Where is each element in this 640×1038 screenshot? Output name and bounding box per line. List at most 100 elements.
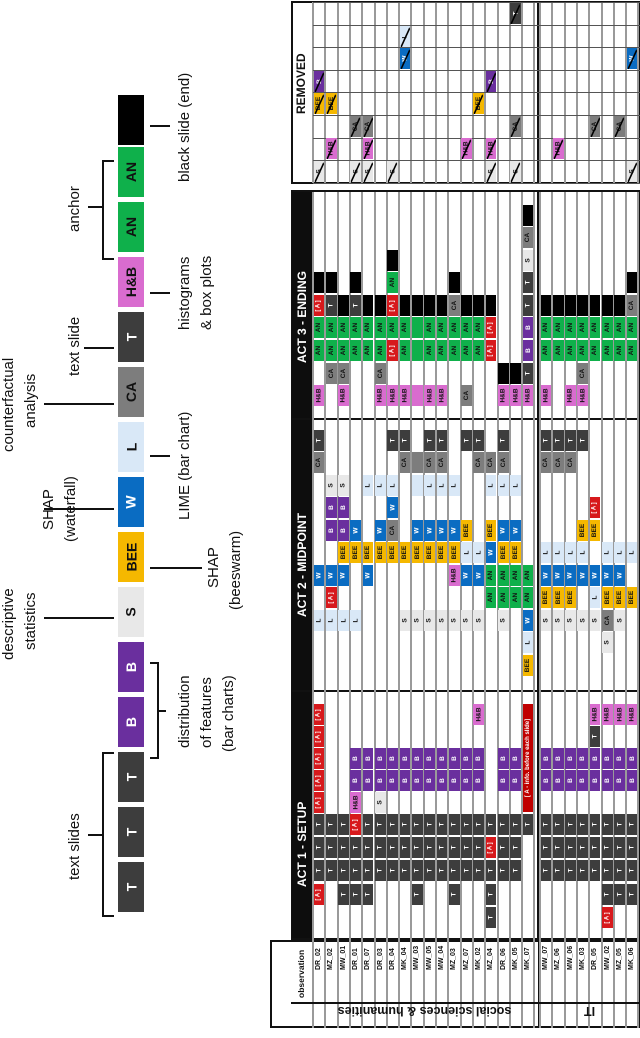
slide-cell-an: AN [589, 317, 601, 338]
slide-cell-b: B [626, 748, 638, 769]
slide-code: W [450, 527, 458, 534]
slide-code: W [591, 572, 599, 579]
slide-code: AN [487, 592, 495, 603]
slide-code: AN [628, 322, 636, 333]
slide-code: T [579, 438, 587, 443]
connector-line [150, 757, 158, 759]
slide-cell-t: T [399, 814, 411, 835]
legend-chip-t: T [118, 807, 144, 857]
slide-cell-fill [461, 295, 472, 316]
slide-cell-s: S [614, 610, 626, 631]
column-divider [459, 192, 462, 1028]
slide-code: B [413, 756, 421, 761]
slide-code: H&B [591, 707, 599, 722]
slide-code: CA [450, 300, 458, 311]
slide-cell-fill [448, 272, 460, 293]
slide-code: T [413, 892, 421, 897]
column-divider [471, 192, 474, 1028]
slide-cell-b: B [510, 770, 522, 791]
slide-cell-b: B [510, 748, 522, 769]
slide-cell-b: B [589, 770, 601, 791]
slide-cell-an: AN [522, 565, 534, 586]
slide-cell-t: T [565, 814, 576, 835]
slide-cell-t: T [498, 860, 509, 881]
slide-code: T [438, 438, 446, 443]
slide-code: B [475, 756, 483, 761]
slide-cell-t: T [522, 295, 534, 316]
slide-code: T [542, 822, 550, 827]
slide-code: B [591, 756, 599, 761]
slide-cell-b: B [614, 748, 626, 769]
slide-cell-an: AN [473, 317, 485, 338]
slide-cell-an: AN [436, 317, 448, 338]
slide-cell-b: B [473, 770, 485, 791]
slide-cell-t: T [338, 837, 349, 858]
slide-code: B [352, 756, 360, 761]
column-divider [422, 192, 425, 1028]
strikethrough-icon [314, 72, 324, 92]
slide-code: T [487, 868, 495, 873]
legend-chip-label: T [123, 772, 139, 782]
slide-code: T [487, 915, 495, 920]
slide-cell-b: B [498, 770, 509, 791]
slide-code: AN [603, 345, 611, 356]
slide-cell-s: S [350, 161, 362, 182]
slide-code: W [512, 527, 520, 534]
slide-code: T [512, 822, 520, 827]
slide-code: H&B [475, 707, 483, 722]
legend-chip-label: S [123, 607, 139, 617]
legend-chip-label: T [123, 332, 139, 342]
slide-code: T [487, 822, 495, 827]
slide-cell-an: AN [375, 340, 386, 361]
slide-code: CA [315, 457, 323, 468]
slide-cell-t: T [485, 814, 497, 835]
slide-cell-b: B [362, 748, 374, 769]
column-divider [324, 192, 327, 1028]
slide-cell-s: S [485, 161, 497, 182]
slide-cell-b: B [448, 770, 460, 791]
slide-code: T [339, 868, 347, 873]
slide-cell-t: T [540, 430, 552, 451]
slide-code: H&B [401, 388, 409, 403]
observation-id: MZ_07 [462, 948, 470, 970]
slide-cell-l: L [540, 542, 552, 563]
label-of-features: of features [198, 677, 215, 748]
slide-cell-an: AN [436, 340, 448, 361]
slide-cell-t: T [436, 430, 448, 451]
slide-cell-t: T [577, 814, 589, 835]
slide-code: W [352, 527, 360, 534]
slide-cell-w: W [589, 565, 601, 586]
slide-cell-bee: BEE [350, 542, 362, 563]
slide-cell-t: T [350, 295, 362, 316]
removed-row-divider [313, 182, 640, 184]
slide-code: L [579, 550, 587, 555]
slide-code: T [364, 868, 372, 873]
connector-counterfactual [44, 403, 114, 405]
group-name-social-sciences: social sciences & humanities [337, 1004, 512, 1018]
slide-cell-t: T [424, 430, 435, 451]
slide-cell-an: AN [325, 340, 337, 361]
slide-cell-t: T [313, 860, 325, 881]
slide-code: L [426, 483, 434, 488]
column-divider [435, 192, 437, 1028]
slide-code: AN [315, 345, 323, 356]
slide-code: T [352, 868, 360, 873]
slide-code: T [327, 303, 335, 308]
slide-cell-t: T [350, 884, 362, 905]
slide-code: BEE [340, 545, 347, 560]
act-separator [291, 690, 640, 692]
slide-cell-hb: H&B [399, 385, 411, 406]
slide-code: BEE [401, 545, 409, 560]
slide-cell-an: AN [626, 340, 638, 361]
slide-code: H&B [450, 568, 458, 583]
slide-code: T [376, 868, 384, 873]
slide-code: [ A ] [315, 708, 322, 721]
slide-code: L [616, 550, 624, 555]
slide-cell-t: T [411, 884, 423, 905]
group-name-separator [291, 1002, 640, 1004]
slide-cell-t: T [325, 860, 337, 881]
slide-code: BEE [376, 545, 384, 560]
removed-row-divider [313, 92, 640, 94]
slide-cell-bee: BEE [436, 542, 448, 563]
slide-code: B [401, 778, 409, 783]
